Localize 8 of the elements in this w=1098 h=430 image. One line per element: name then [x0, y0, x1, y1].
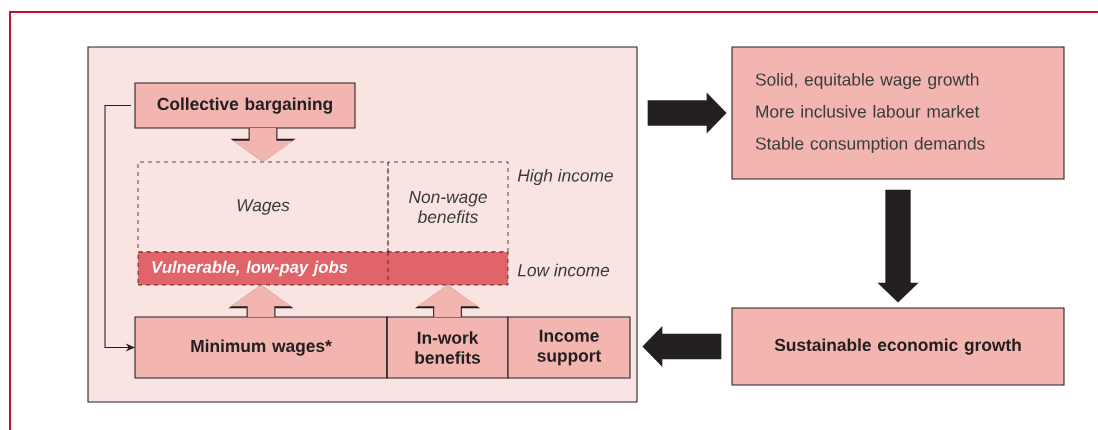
process-box: In-work benefits [386, 316, 509, 379]
process-box: Collective bargaining [134, 82, 356, 129]
highlight-bar: Vulnerable, low-pay jobs [137, 251, 509, 286]
outcome-box: Solid, equitable wage growth More inclusive labour market Stable consumption demands [731, 46, 1065, 180]
income-label: Low income [517, 263, 610, 277]
dashed-cell: Wages [137, 161, 389, 253]
process-box: Income support [507, 316, 631, 379]
process-box: Sustainable economic growth [731, 307, 1065, 386]
